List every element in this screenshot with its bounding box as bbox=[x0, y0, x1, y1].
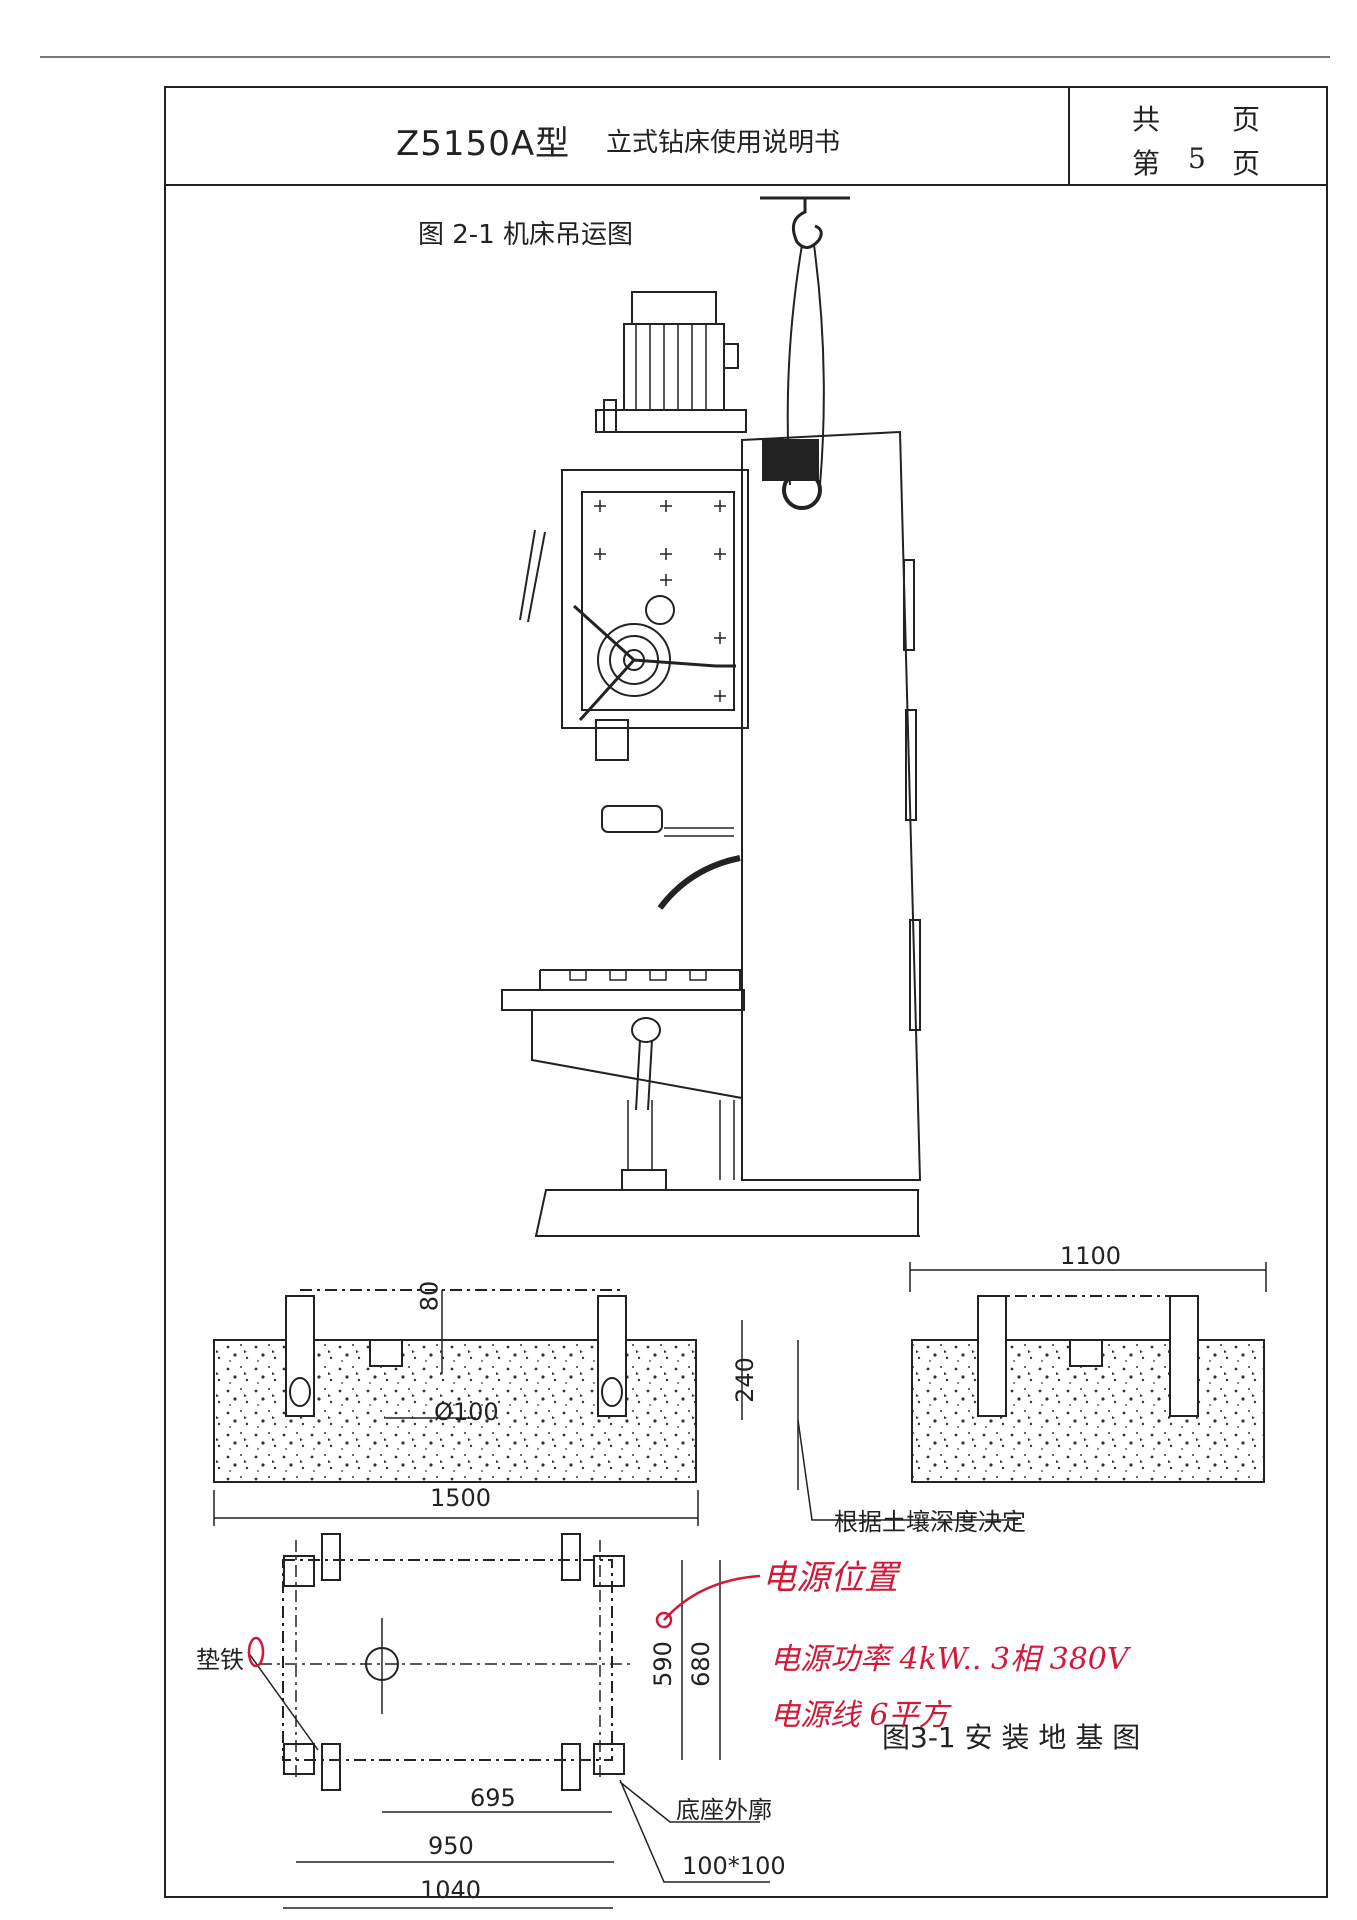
dim-1100: 1100 bbox=[1060, 1242, 1122, 1270]
title-block: Z5150A型 立式钻床使用说明书 共 页 第 5 页 bbox=[166, 88, 1326, 186]
foundation-section-left bbox=[213, 1289, 1018, 1526]
lifting-block bbox=[762, 439, 819, 481]
title-box: Z5150A型 立式钻床使用说明书 bbox=[166, 88, 1070, 184]
machine-base bbox=[534, 1189, 919, 1237]
motor-top bbox=[631, 291, 717, 325]
foundation-plan bbox=[247, 1533, 770, 1909]
drawing-frame: Z5150A型 立式钻床使用说明书 共 页 第 5 页 bbox=[164, 86, 1328, 1898]
page-unit: 页 bbox=[1232, 147, 1261, 180]
dim-80: 80 bbox=[415, 1280, 444, 1312]
dim-680: 680 bbox=[686, 1641, 715, 1687]
figure-caption-lifting: 图 2-1 机床吊运图 bbox=[418, 220, 633, 250]
power-spec-note: 电源功率 4kW.. 3相 380V bbox=[770, 1642, 1129, 1677]
shim-label: 垫铁 bbox=[196, 1646, 244, 1674]
dim-diameter: Ø100 bbox=[434, 1398, 499, 1426]
dim-695: 695 bbox=[470, 1784, 516, 1812]
red-annotation-marks bbox=[247, 1574, 761, 1668]
foundation-caption: 图3-1 安 装 地 基 图 bbox=[882, 1721, 1141, 1754]
base-outline-label: 底座外廓 bbox=[676, 1796, 772, 1824]
dim-590: 590 bbox=[648, 1641, 677, 1687]
power-cable-note: 电源线 6平方 bbox=[770, 1698, 949, 1733]
feed-handle bbox=[519, 529, 546, 623]
total-pages-unit: 页 bbox=[1232, 103, 1261, 136]
dim-1040: 1040 bbox=[420, 1876, 482, 1904]
foundation-section-right bbox=[909, 1262, 1267, 1483]
dim-1500: 1500 bbox=[430, 1484, 492, 1512]
spindle-head bbox=[561, 469, 749, 729]
pad-size-label: 100*100 bbox=[682, 1852, 786, 1880]
power-location-note: 电源位置 bbox=[762, 1558, 898, 1598]
drill-press-illustration bbox=[501, 196, 922, 1237]
model-number: Z5150A型 bbox=[396, 124, 571, 164]
page-number: 5 bbox=[1188, 142, 1206, 175]
total-pages-label: 共 bbox=[1132, 103, 1161, 136]
dim-240: 240 bbox=[730, 1357, 759, 1403]
page-label: 第 bbox=[1132, 147, 1161, 180]
scan-edge-line bbox=[40, 56, 1330, 58]
depth-note: 根据土壤深度决定 bbox=[834, 1508, 1026, 1536]
document-title: 立式钻床使用说明书 bbox=[606, 128, 841, 158]
worktable bbox=[501, 989, 745, 1011]
column bbox=[741, 430, 922, 1181]
crane-hook bbox=[791, 198, 823, 249]
dim-950: 950 bbox=[428, 1832, 474, 1860]
